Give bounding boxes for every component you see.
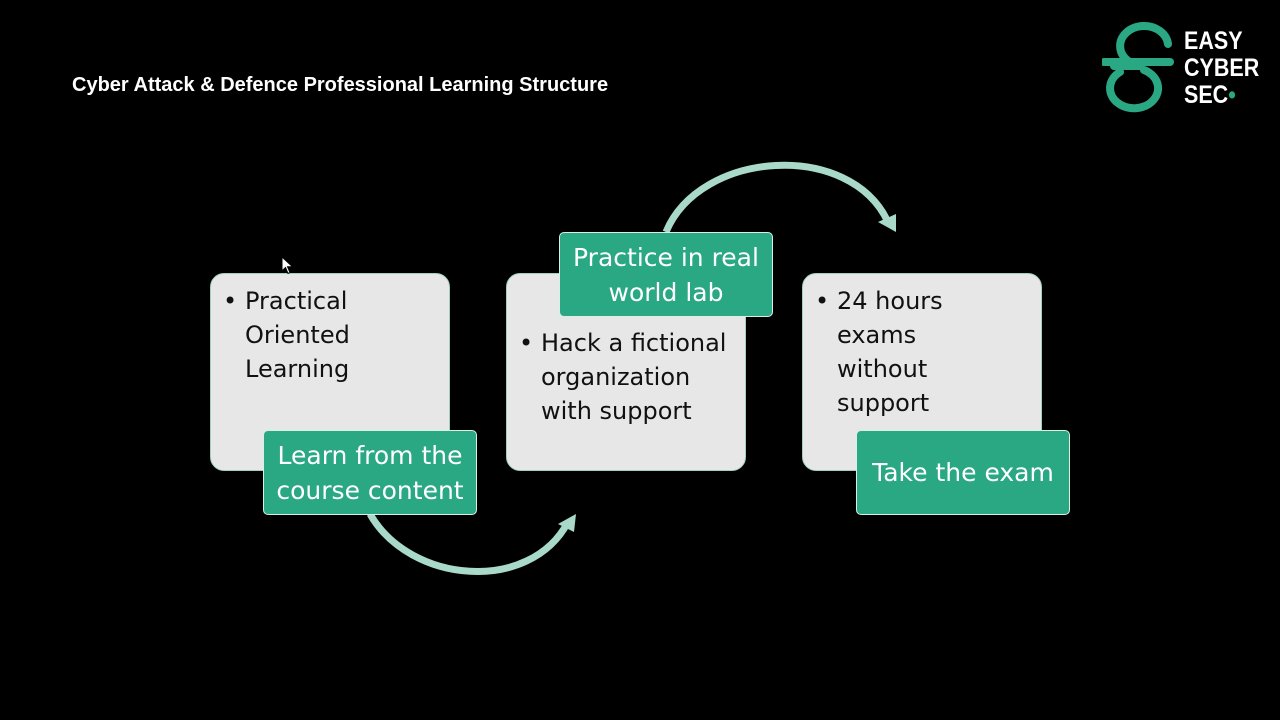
step-1-card: Practical Oriented Learning (210, 273, 450, 471)
step-3-label: Take the exam (856, 430, 1070, 515)
step-3-bullet: 24 hours exams without support (815, 284, 1027, 420)
step-1-bullet: Practical Oriented Learning (223, 284, 435, 386)
label-line: world lab (608, 277, 724, 307)
arrow-step2-to-step3 (662, 161, 892, 234)
slide-title: Cyber Attack & Defence Professional Lear… (72, 74, 609, 96)
arrow-head-1 (558, 514, 576, 532)
arrow-step1-to-step2 (366, 512, 572, 575)
step-2-card: Hack a fictional organization with suppo… (506, 273, 746, 471)
bullet-line: Learning (245, 355, 350, 383)
bullet-line: Hack a fictional (541, 329, 727, 357)
step-1-label: Learn from the course content (263, 430, 477, 515)
step-2-label: Practice in real world lab (559, 232, 773, 317)
bullet-line: support (837, 389, 930, 417)
logo-line-2: CYBER (1184, 54, 1260, 82)
logo-line-3: SEC• (1184, 81, 1236, 109)
label-line: Take the exam (872, 458, 1054, 487)
logo: EASY CYBER SEC• (1102, 22, 1272, 114)
arrow-head-2 (878, 214, 896, 232)
bullet-line: organization (541, 363, 691, 391)
label-line: Learn from the (277, 440, 463, 470)
bullet-line: without (837, 355, 928, 383)
label-line: course content (276, 475, 464, 505)
bullet-line: 24 hours exams (837, 287, 943, 349)
logo-wordmark: EASY CYBER SEC• (1184, 28, 1259, 109)
mouse-pointer-icon (281, 256, 294, 275)
stylized-s-logo-icon (1102, 22, 1174, 113)
bullet-line: Oriented (245, 321, 350, 349)
bullet-line: with support (541, 397, 692, 425)
logo-dot: • (1228, 81, 1236, 109)
label-line: Practice in real (573, 242, 759, 272)
logo-line-1: EASY (1184, 27, 1243, 55)
step-2-bullet: Hack a fictional organization with suppo… (519, 326, 731, 428)
bullet-line: Practical (245, 287, 348, 315)
